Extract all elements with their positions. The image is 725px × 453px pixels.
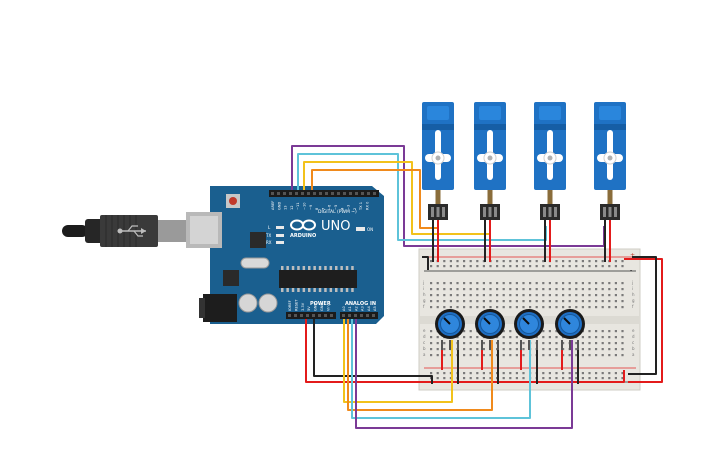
l-led-label: L <box>268 225 271 230</box>
analog-pin-label: A2 <box>354 306 358 311</box>
row-letter: a <box>632 352 635 357</box>
rail-plus-label: + <box>630 252 635 259</box>
digital-pin-label: ~11 <box>296 202 300 210</box>
wire-rail-right-black <box>628 256 657 375</box>
digital-pin-label: ~5 <box>334 205 338 210</box>
digital-pin-label: 7 <box>321 208 325 210</box>
digital-pin-label: ~6 <box>328 204 332 210</box>
wire-analog-a2 <box>351 319 531 419</box>
digital-pin-label: ~9 <box>309 204 313 210</box>
on-led-label: ON <box>367 227 373 232</box>
row-letter: h <box>423 292 426 297</box>
power-pin-label: GND <box>314 303 318 311</box>
row-letter: i <box>632 286 633 291</box>
analog-header <box>340 312 378 319</box>
power-label: POWER <box>310 301 331 307</box>
power-pin-label: 5V <box>307 306 311 311</box>
row-letter: g <box>423 298 426 303</box>
row-letter: d <box>423 334 426 339</box>
rx-led-label: RX <box>266 240 272 245</box>
row-letter: c <box>423 340 425 345</box>
wire-analog-a3 <box>355 319 573 429</box>
servo-group <box>422 102 626 262</box>
usb-icon <box>117 225 146 237</box>
servo-3[interactable] <box>534 102 566 262</box>
arduino-maker-label: ARDUINO <box>290 233 316 239</box>
microcontroller-chip <box>279 270 357 288</box>
power-pin-label: RESET <box>294 299 298 311</box>
pot-4[interactable] <box>555 309 585 384</box>
row-letter: a <box>423 352 426 357</box>
power-pin-label: 3.3V <box>301 302 305 311</box>
servo-2[interactable] <box>474 102 506 262</box>
row-letter: j <box>422 280 424 285</box>
digital-pin-label: 2 <box>353 208 357 210</box>
power-header <box>286 312 336 319</box>
digital-pin-label: 13 <box>284 205 288 210</box>
row-letter: i <box>423 286 424 291</box>
row-letter: h <box>632 292 635 297</box>
analog-pin-label: A4 <box>367 306 371 311</box>
row-letter: c <box>632 340 634 345</box>
wire-analog-a1 <box>347 319 493 411</box>
row-letter: d <box>632 334 635 339</box>
pot-2[interactable] <box>475 309 505 384</box>
digital-pin-label: 8 <box>315 207 319 210</box>
power-pin-label: Vin <box>326 305 330 311</box>
digital-pin-label: TX 1 <box>359 202 363 211</box>
analog-pin-label: A5 <box>373 306 377 311</box>
wire-power-gnd <box>313 319 433 384</box>
pot-3[interactable] <box>514 309 544 384</box>
servo-4[interactable] <box>594 102 626 262</box>
digital-pin-label: ~10 <box>303 202 307 210</box>
wire-analog-a0 <box>343 319 453 403</box>
row-letter: e <box>423 328 426 333</box>
digital-header <box>269 190 379 197</box>
row-letter: g <box>632 298 635 303</box>
digital-pin-label: ~3 <box>347 205 351 210</box>
analog-label: ANALOG IN <box>345 301 376 307</box>
servo-1[interactable] <box>422 102 454 262</box>
digital-pin-label: AREF <box>271 201 275 210</box>
potentiometer-group <box>435 309 585 384</box>
wire-rail-left-black <box>422 256 429 270</box>
digital-label: DIGITAL (PWM ~) <box>318 209 357 215</box>
pot-1[interactable] <box>435 309 465 384</box>
row-letter: b <box>423 346 426 351</box>
row-letter: e <box>632 328 635 333</box>
power-pin-label: IOREF <box>288 300 292 311</box>
rail-minus-label: - <box>630 267 632 274</box>
power-pin-label: GND <box>320 303 324 311</box>
digital-pin-label: RX 0 <box>366 201 370 210</box>
row-letter: f <box>423 304 425 309</box>
row-letter: f <box>632 304 634 309</box>
arduino-infinity-logo <box>290 219 316 231</box>
digital-pin-label: GND <box>277 202 281 210</box>
row-letter: b <box>632 346 635 351</box>
usb-cable <box>62 215 210 247</box>
analog-pin-label: A1 <box>348 306 352 311</box>
wire-power-5v <box>305 319 625 383</box>
digital-pin-label: 12 <box>290 205 294 210</box>
analog-pin-label: A3 <box>361 306 365 311</box>
digital-pin-label: 4 <box>340 207 344 210</box>
wire-rail-right-red <box>624 258 663 383</box>
uno-label: UNO <box>321 219 350 234</box>
analog-pin-label: A0 <box>342 306 346 311</box>
row-letter: j <box>631 280 633 285</box>
tx-led-label: TX <box>265 233 271 238</box>
